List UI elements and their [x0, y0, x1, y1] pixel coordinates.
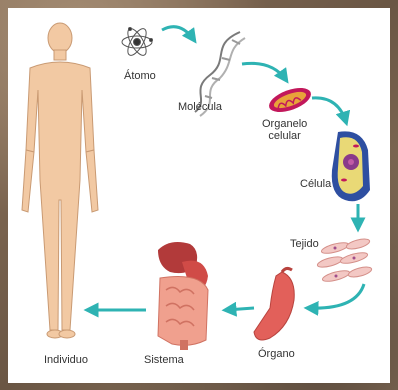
stomach-icon: [254, 268, 294, 340]
label-molecula: Molécula: [178, 101, 222, 113]
label-organelo-line1: Organelo: [262, 118, 307, 130]
atom-icon: [122, 26, 153, 58]
label-organelo-line2: celular: [262, 130, 307, 142]
digestive-system-icon: [158, 242, 208, 350]
label-sistema: Sistema: [144, 354, 184, 366]
label-tejido: Tejido: [290, 238, 319, 250]
label-celula: Célula: [300, 178, 331, 190]
human-body-icon: [22, 23, 98, 338]
label-organelo: Organelo celular: [262, 118, 307, 142]
label-atomo: Átomo: [124, 70, 156, 82]
mitochondria-icon: [266, 83, 314, 117]
tissue-icon: [316, 237, 372, 283]
label-individuo: Individuo: [44, 354, 88, 366]
label-organo: Órgano: [258, 348, 295, 360]
cell-icon: [332, 131, 370, 201]
